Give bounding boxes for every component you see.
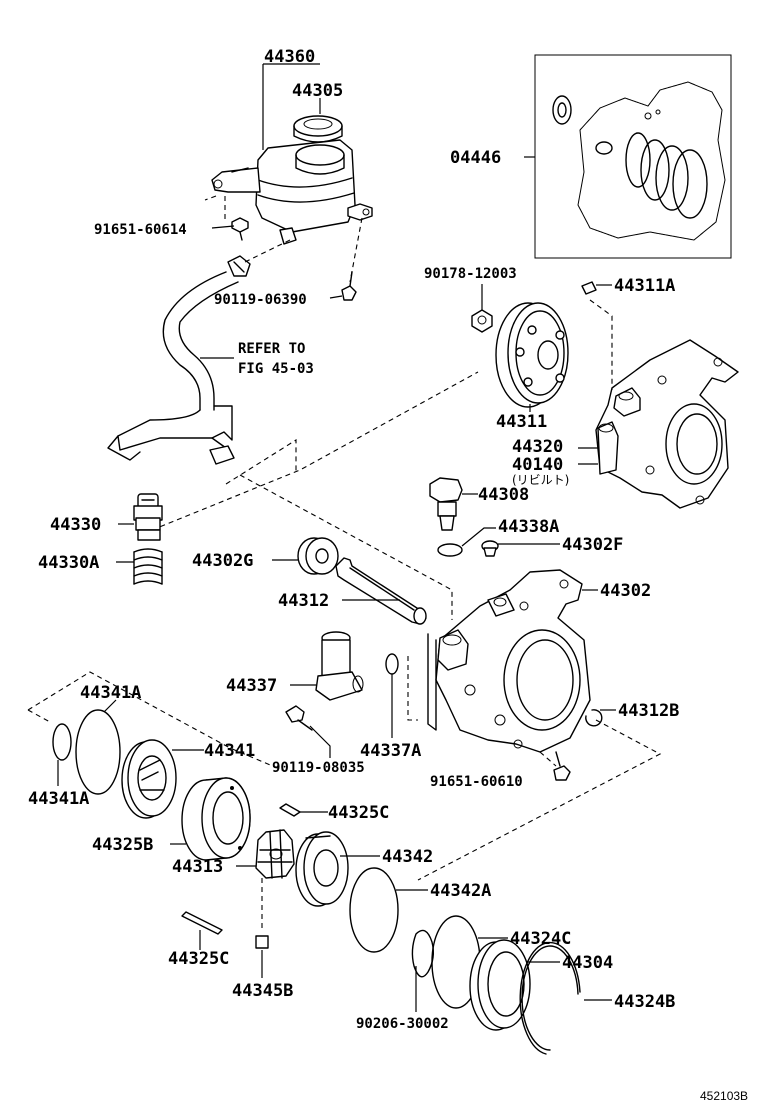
label-44324C: 44324C	[510, 929, 571, 949]
label-44337: 44337	[226, 676, 277, 696]
label-44338A: 44338A	[498, 517, 559, 537]
label-44302F: 44302F	[562, 535, 623, 555]
label-90119-06390: 90119-06390	[214, 292, 307, 308]
flow-control-valve-drawing	[133, 493, 163, 541]
label-refer-to: REFER TO	[238, 341, 305, 357]
plug-44302F-drawing	[481, 540, 499, 557]
label-44324B: 44324B	[614, 992, 675, 1012]
reservoir-tank-drawing	[211, 139, 373, 245]
bolt-91651-60610-drawing	[553, 751, 571, 781]
rotor-44313-drawing	[255, 829, 295, 879]
label-44360: 44360	[264, 47, 315, 67]
rebuilt-pump-assembly-drawing	[595, 339, 739, 509]
label-44342A: 44342A	[430, 881, 491, 901]
nut-90178-12003-drawing	[471, 309, 493, 333]
label-44330: 44330	[50, 515, 101, 535]
label-44311A: 44311A	[614, 276, 675, 296]
label-44311: 44311	[496, 412, 547, 432]
label-90119-08035: 90119-08035	[272, 760, 365, 776]
label-90206-30002: 90206-30002	[356, 1016, 449, 1032]
illustration-reference-number: 452103B	[700, 1089, 748, 1103]
label-rebuilt-note: (リビルト)	[512, 473, 569, 487]
bolt-90119-08035-drawing	[285, 705, 313, 731]
hose-clamp-drawing	[227, 255, 251, 277]
end-cover-44304-drawing	[469, 939, 531, 1031]
label-40140: 40140	[512, 455, 563, 475]
pressure-plate-44342-drawing	[295, 831, 349, 907]
label-90178-12003: 90178-12003	[424, 266, 517, 282]
label-44325C-bottom: 44325C	[168, 949, 229, 969]
label-44325B: 44325B	[92, 835, 153, 855]
pump-housing-44302-drawing	[427, 569, 591, 753]
label-44330A: 44330A	[38, 553, 99, 573]
reservoir-hose-drawing	[107, 271, 239, 465]
label-fig-reference: FIG 45-03	[238, 361, 314, 377]
label-91651-60610: 91651-60610	[430, 774, 523, 790]
label-44312B: 44312B	[618, 701, 679, 721]
seal-kit-box	[534, 54, 732, 259]
bolt-90119-06390-drawing	[341, 271, 357, 301]
reservoir-cap-drawing	[293, 115, 343, 143]
label-44308: 44308	[478, 485, 529, 505]
shaft-44312-drawing	[335, 557, 427, 625]
label-44345B: 44345B	[232, 981, 293, 1001]
label-44341: 44341	[204, 741, 255, 761]
label-44337A: 44337A	[360, 741, 421, 761]
cam-ring-44325B-drawing	[181, 777, 251, 861]
label-44342: 44342	[382, 847, 433, 867]
label-44312: 44312	[278, 591, 329, 611]
label-91651-60614: 91651-60614	[94, 222, 187, 238]
bolt-91651-60614-drawing	[231, 217, 249, 241]
label-44302G: 44302G	[192, 551, 253, 571]
label-44313: 44313	[172, 857, 223, 877]
pulley-drawing	[495, 302, 569, 408]
union-44337-drawing	[315, 631, 364, 701]
spring-44330A-drawing	[133, 548, 163, 585]
label-44325C-top: 44325C	[328, 803, 389, 823]
label-44341A-top: 44341A	[80, 683, 141, 703]
label-44305: 44305	[292, 81, 343, 101]
label-44304: 44304	[562, 953, 613, 973]
label-44302: 44302	[600, 581, 651, 601]
union-fitting-44308-drawing	[429, 477, 463, 531]
side-plate-44341-drawing	[121, 739, 177, 819]
label-04446: 04446	[450, 148, 501, 168]
bearing-44302G-drawing	[297, 537, 339, 575]
label-44320: 44320	[512, 437, 563, 457]
label-44341A-left: 44341A	[28, 789, 89, 809]
